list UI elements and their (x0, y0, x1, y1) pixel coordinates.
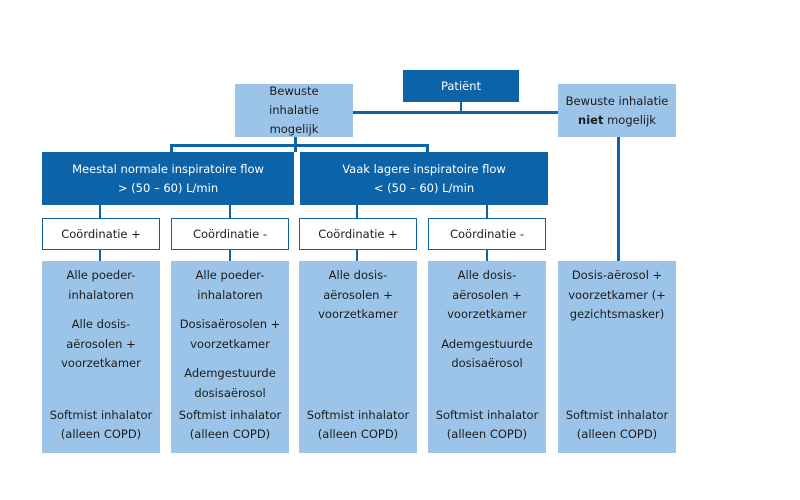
device-group: Ademgestuurde dosisaërosol (184, 366, 276, 400)
connector-flow-horizontal (170, 144, 428, 147)
coordination-label: Coördinatie - (192, 226, 268, 241)
coordination-plus-2: Coördinatie + (299, 218, 417, 250)
device-column-5: Dosis-aërosol + voorzetkamer (+ gezichts… (558, 261, 676, 453)
flow-lower-range: < (50 – 60) L/min (373, 180, 475, 195)
device-footer: Softmist inhalator (alleen COPD) (49, 407, 153, 442)
device-group: Alle dosis-aërosolen + voorzetkamer (318, 268, 398, 322)
connector-coord3-top (356, 205, 358, 218)
connector-patient-down (460, 101, 462, 113)
device-column-4: Alle dosis-aërosolen + voorzetkamer Adem… (428, 261, 546, 453)
device-group: Dosisaërosolen + voorzetkamer (179, 317, 281, 351)
connector-coord2-top (229, 205, 231, 218)
flow-normal-range: > (50 – 60) L/min (117, 180, 219, 195)
connector-right-branch-down (617, 136, 620, 262)
branch-right-label: Bewuste inhalatie niet mogelijk (565, 93, 669, 127)
connector-flow2-up (426, 144, 429, 153)
connector-branch-horizontal (352, 111, 558, 114)
coordination-label: Coördinatie + (61, 226, 141, 241)
connector-coord3-bottom (356, 249, 358, 261)
connector-flow1-up (170, 144, 173, 153)
connector-coord1-bottom (99, 249, 101, 261)
flow-normal-title: Meestal normale inspiratoire flow (72, 161, 264, 176)
device-footer: Softmist inhalator (alleen COPD) (178, 407, 282, 442)
connector-coord1-top (99, 205, 101, 218)
device-group: Alle dosis-aërosolen + voorzetkamer (61, 317, 141, 371)
device-column-3: Alle dosis-aërosolen + voorzetkamer Soft… (299, 261, 417, 453)
device-footer: Softmist inhalator (alleen COPD) (306, 407, 410, 442)
coordination-label: Coördinatie - (449, 226, 525, 241)
device-group: Dosis-aërosol + voorzetkamer (+ gezichts… (568, 268, 666, 322)
connector-coord4-top (486, 205, 488, 218)
patient-node: Patiënt (403, 70, 519, 102)
coordination-label: Coördinatie + (318, 226, 398, 241)
device-footer: Softmist inhalator (alleen COPD) (565, 407, 669, 442)
device-group: Alle poeder-inhalatoren (66, 268, 136, 302)
device-column-2: Alle poeder-inhalatoren Dosisaërosolen +… (171, 261, 289, 453)
device-group: Ademgestuurde dosisaërosol (441, 336, 533, 371)
flow-normal-node: Meestal normale inspiratoire flow > (50 … (42, 152, 294, 205)
coordination-minus-1: Coördinatie - (171, 218, 289, 250)
connector-coord4-bottom (486, 249, 488, 261)
connector-coord2-bottom (229, 249, 231, 261)
device-column-1: Alle poeder-inhalatoren Alle dosis-aëros… (42, 261, 160, 453)
coordination-minus-2: Coördinatie - (428, 218, 546, 250)
branch-conscious-inhalation-not-possible: Bewuste inhalatie niet mogelijk (558, 84, 676, 137)
flow-lower-title: Vaak lagere inspiratoire flow (342, 161, 506, 176)
device-group: Alle poeder-inhalatoren (195, 268, 265, 302)
device-group: Alle dosis-aërosolen + voorzetkamer (447, 268, 527, 322)
branch-left-label: Bewuste inhalatie mogelijk (269, 84, 319, 136)
flow-lower-node: Vaak lagere inspiratoire flow < (50 – 60… (300, 152, 548, 205)
branch-conscious-inhalation-possible: Bewuste inhalatie mogelijk (235, 84, 353, 137)
device-footer: Softmist inhalator (alleen COPD) (435, 407, 539, 442)
coordination-plus-1: Coördinatie + (42, 218, 160, 250)
patient-label: Patiënt (440, 78, 482, 93)
